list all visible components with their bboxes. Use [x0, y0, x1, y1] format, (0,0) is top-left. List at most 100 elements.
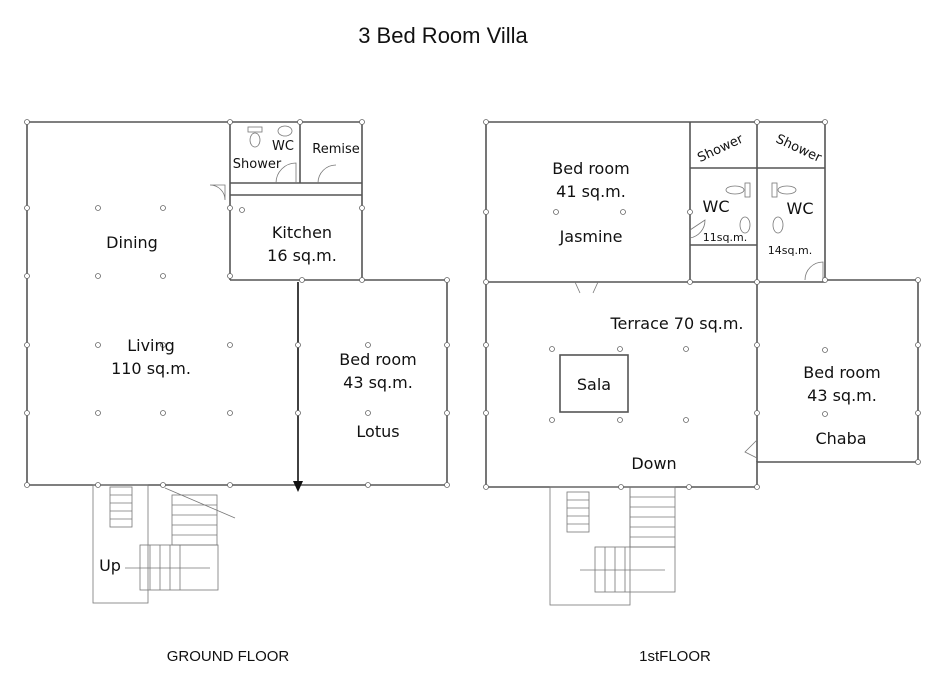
lotus-name: Lotus: [356, 422, 399, 441]
lotus-bedroom-area: 43 sq.m.: [343, 373, 413, 392]
post: [95, 342, 101, 348]
post: [365, 342, 371, 348]
kitchen-label: Kitchen: [272, 223, 332, 242]
post: [686, 484, 692, 490]
post: [227, 205, 233, 211]
post: [365, 482, 371, 488]
wc-2-label: WC: [787, 199, 814, 218]
post: [687, 279, 693, 285]
jasmine-name: Jasmine: [559, 227, 623, 246]
post: [299, 277, 305, 283]
terrace-label: Terrace 70 sq.m.: [610, 314, 744, 333]
post: [915, 459, 921, 465]
post: [295, 410, 301, 416]
remise-label: Remise: [312, 142, 360, 157]
post: [297, 119, 303, 125]
post: [754, 342, 760, 348]
wc-1-area: 11sq.m.: [703, 231, 747, 244]
post: [239, 207, 245, 213]
chaba-name: Chaba: [815, 429, 866, 448]
post: [483, 342, 489, 348]
post: [754, 410, 760, 416]
post: [295, 342, 301, 348]
post: [227, 119, 233, 125]
post: [24, 119, 30, 125]
plan-title: 3 Bed Room Villa: [358, 23, 528, 48]
shower-2-label: Shower: [773, 132, 824, 166]
shower-label: Shower: [233, 157, 282, 172]
post: [483, 484, 489, 490]
post: [822, 277, 828, 283]
post: [617, 417, 623, 423]
post: [444, 277, 450, 283]
post: [483, 209, 489, 215]
post: [915, 277, 921, 283]
post: [24, 205, 30, 211]
post: [95, 410, 101, 416]
wc-label: WC: [272, 139, 294, 154]
dining-label: Dining: [106, 233, 158, 252]
post: [549, 346, 555, 352]
post: [227, 273, 233, 279]
post: [24, 410, 30, 416]
post: [160, 205, 166, 211]
post: [754, 119, 760, 125]
stairs-down-label: Down: [631, 454, 676, 473]
post: [683, 417, 689, 423]
kitchen-area: 16 sq.m.: [267, 246, 337, 265]
jasmine-bedroom-label: Bed room: [552, 159, 629, 178]
post: [444, 482, 450, 488]
post: [483, 410, 489, 416]
post: [483, 119, 489, 125]
sala-label: Sala: [577, 375, 611, 394]
living-label: Living: [127, 336, 175, 355]
post: [618, 484, 624, 490]
post: [822, 347, 828, 353]
post: [227, 482, 233, 488]
first-floor-caption: 1stFLOOR: [639, 648, 711, 665]
living-area: 110 sq.m.: [111, 359, 191, 378]
post: [359, 119, 365, 125]
post: [160, 273, 166, 279]
post: [822, 411, 828, 417]
sala-box: [559, 354, 629, 413]
post: [822, 119, 828, 125]
post: [160, 482, 166, 488]
post: [365, 410, 371, 416]
post: [444, 342, 450, 348]
post: [617, 346, 623, 352]
lotus-bedroom-label: Bed room: [339, 350, 416, 369]
post: [549, 417, 555, 423]
post: [915, 342, 921, 348]
post: [553, 209, 559, 215]
post: [483, 279, 489, 285]
ground-floor-caption: GROUND FLOOR: [167, 648, 290, 665]
post: [160, 410, 166, 416]
stairs-up-label: Up: [99, 556, 121, 575]
post: [683, 346, 689, 352]
shower-1-label: Shower: [695, 132, 746, 166]
post: [95, 205, 101, 211]
post: [227, 410, 233, 416]
post: [915, 410, 921, 416]
post: [227, 342, 233, 348]
post: [359, 205, 365, 211]
post: [24, 342, 30, 348]
post: [24, 482, 30, 488]
post: [754, 484, 760, 490]
post: [444, 410, 450, 416]
post: [687, 209, 693, 215]
post: [754, 279, 760, 285]
column-posts: [24, 119, 921, 490]
post: [620, 209, 626, 215]
post: [24, 273, 30, 279]
jasmine-bedroom-area: 41 sq.m.: [556, 182, 626, 201]
chaba-bedroom-area: 43 sq.m.: [807, 386, 877, 405]
post: [359, 277, 365, 283]
post: [95, 273, 101, 279]
post: [160, 342, 166, 348]
wc-1-label: WC: [703, 197, 730, 216]
chaba-bedroom-label: Bed room: [803, 363, 880, 382]
post: [95, 482, 101, 488]
